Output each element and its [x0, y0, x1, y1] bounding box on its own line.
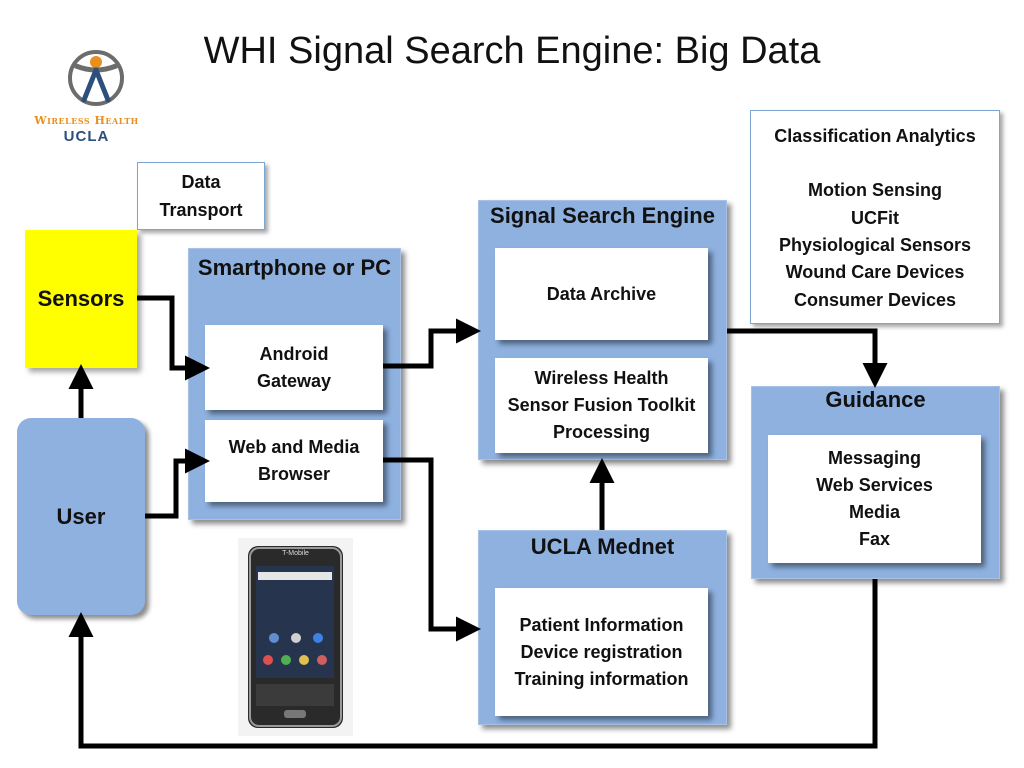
wh-figure-icon: [68, 50, 124, 106]
arrow-sensors-to-gateway: [137, 295, 210, 381]
user-box: User: [17, 418, 145, 615]
smartphone-image: T-Mobile: [238, 538, 353, 736]
phone-icon: [248, 546, 343, 728]
logo-text-wireless-health: Wireless Health: [34, 114, 139, 127]
arrow-guidance-to-user: [68, 579, 878, 749]
wireless-health-logo: Wireless Health UCLA: [14, 44, 159, 145]
ucla-mednet-title: UCLA Mednet: [530, 534, 675, 559]
android-gateway-box: Android Gateway: [205, 325, 383, 410]
sensors-box: Sensors: [25, 230, 137, 368]
guidance-title: Guidance: [825, 387, 926, 412]
signal-search-engine-title: Signal Search Engine: [490, 203, 715, 228]
arrow-browser-to-mednet: [383, 457, 481, 642]
smartphone-title: Smartphone or PC: [197, 255, 392, 280]
logo-text-ucla: UCLA: [63, 128, 110, 145]
arrow-gateway-to-engine: [383, 318, 481, 369]
mednet-info-box: Patient Information Device registration …: [495, 588, 708, 716]
page-title: WHI Signal Search Engine: Big Data: [203, 30, 821, 72]
phone-carrier-label: T-Mobile: [282, 550, 309, 557]
sensor-fusion-toolkit-box: Wireless Health Sensor Fusion Toolkit Pr…: [495, 358, 708, 453]
classification-title: Classification Analytics: [774, 126, 976, 146]
arrow-user-to-browser: [145, 448, 210, 519]
guidance-items-box: Messaging Web Services Media Fax: [768, 435, 981, 563]
classification-analytics-box: Classification Analytics Motion Sensing …: [750, 110, 1000, 324]
web-media-browser-box: Web and Media Browser: [205, 420, 383, 502]
arrow-engine-to-guidance: [727, 328, 888, 388]
sensors-label: Sensors: [37, 286, 125, 311]
data-archive-box: Data Archive: [495, 248, 708, 340]
user-label: User: [56, 503, 106, 529]
data-transport-label: Data Transport: [137, 162, 265, 230]
